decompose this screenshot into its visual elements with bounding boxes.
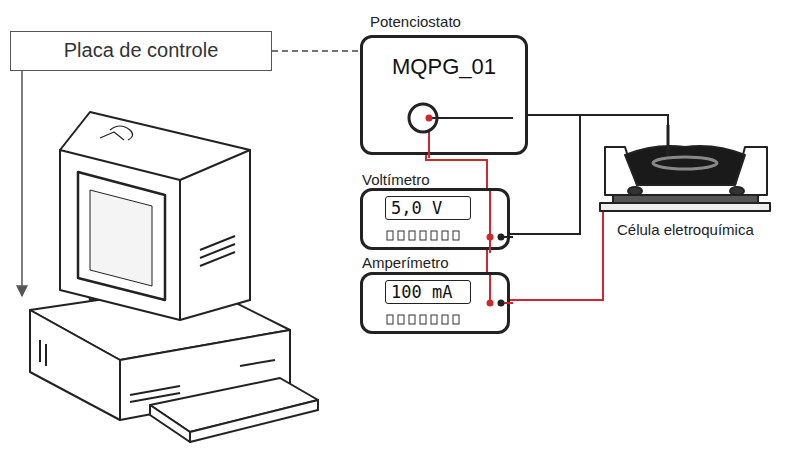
button	[387, 231, 393, 240]
terminal-dot	[426, 115, 433, 122]
button	[453, 315, 459, 324]
terminal-dot	[487, 300, 494, 307]
box-heading: Potenciostato	[370, 13, 461, 30]
terminal-wire	[489, 191, 491, 253]
connector-socket	[409, 104, 437, 132]
terminal-dot	[487, 234, 494, 241]
electrolyte	[625, 146, 745, 185]
button	[398, 231, 404, 240]
button	[409, 315, 415, 324]
button	[453, 231, 459, 240]
button	[420, 231, 426, 240]
control-to-computer-arrow	[22, 70, 23, 296]
button	[387, 315, 393, 324]
voltmeter-box: Voltímetro5,0 V	[360, 188, 510, 250]
counter-electrode	[667, 125, 670, 159]
base-plate	[600, 203, 770, 211]
button	[442, 231, 448, 240]
computer	[30, 112, 318, 442]
box-heading: Voltímetro	[362, 171, 430, 188]
terminal-dot	[498, 300, 505, 307]
control-link	[272, 50, 360, 52]
device-model: MQPG_01	[363, 54, 525, 80]
terminal-dot	[498, 234, 505, 241]
button	[398, 315, 404, 324]
control-board-box: Placa de controle	[10, 31, 272, 71]
output-wire	[437, 117, 513, 119]
ammeter-box: Amperímetro100 mA	[360, 272, 510, 334]
terminal-wire	[489, 275, 491, 303]
cell-housing	[605, 147, 767, 195]
potentiostat-box: PotenciostatoMQPG_01	[360, 35, 528, 155]
cell-label: Célula eletroquímica	[617, 221, 754, 238]
meter-wire	[486, 250, 488, 272]
working-electrode-wire	[510, 207, 603, 300]
electrochemical-cell: Célula eletroquímica	[595, 125, 775, 215]
button	[409, 231, 415, 240]
box-heading: Amperímetro	[362, 254, 449, 271]
reference-wire	[426, 155, 487, 188]
display-reading: 100 mA	[385, 280, 471, 304]
button	[431, 315, 437, 324]
button	[442, 315, 448, 324]
display-reading: 5,0 V	[385, 196, 471, 220]
button	[420, 315, 426, 324]
cell-illustration	[595, 125, 775, 215]
electrode-wire	[528, 115, 668, 125]
box-label: Placa de controle	[11, 39, 271, 62]
button	[431, 231, 437, 240]
electrode-plate	[613, 195, 758, 203]
